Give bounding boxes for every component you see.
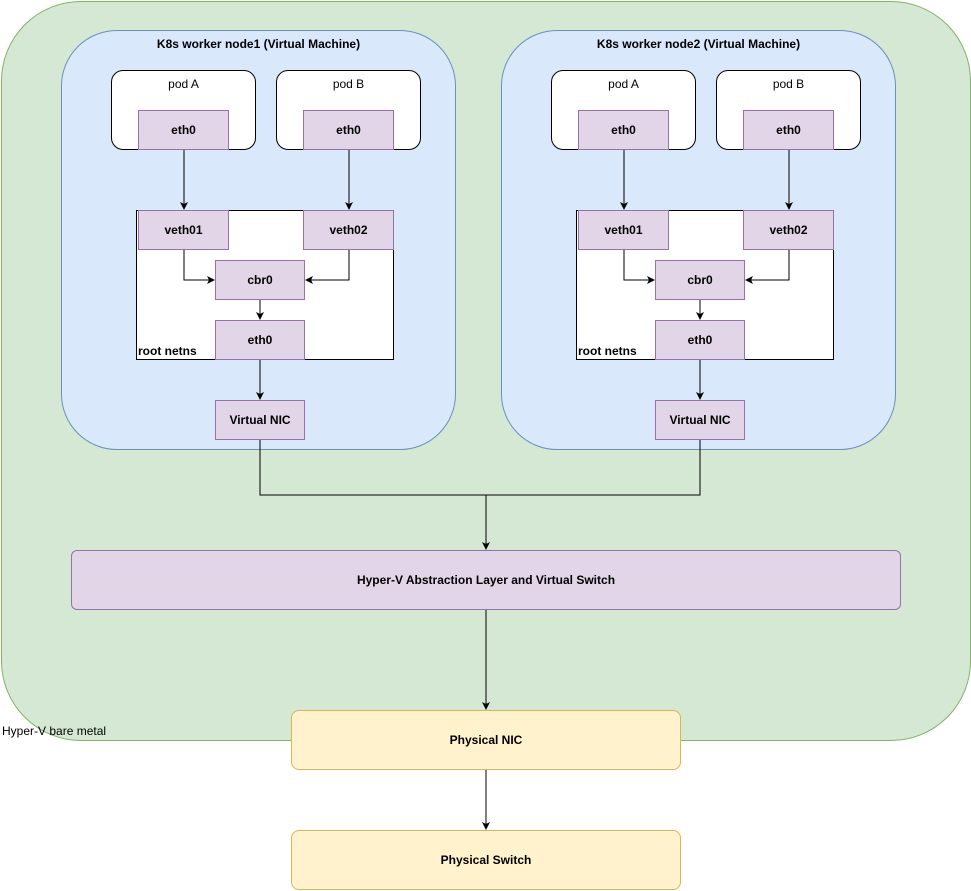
node1-pod-b-label: pod B [332, 77, 365, 91]
node2-vnic-to-switch-line [486, 440, 701, 496]
node2-pod-a-label: pod A [608, 77, 639, 91]
node1-root-netns-label: root netns [138, 344, 197, 358]
node1-veth02-to-cbr0-arrow [305, 250, 350, 284]
node1-veth01: veth01 [138, 210, 229, 250]
physical-nic: Physical NIC [291, 710, 681, 770]
node2-veth02: veth02 [743, 210, 834, 250]
node1-host-eth0: eth0 [215, 320, 305, 360]
hyperv-bare-metal-label: Hyper-V bare metal [2, 724, 107, 738]
node1-virtual-nic: Virtual NIC [215, 400, 305, 440]
node1-veth01-to-cbr0-arrow [183, 250, 215, 284]
hyperv-virtual-switch: Hyper-V Abstraction Layer and Virtual Sw… [71, 550, 901, 610]
node2-cbr0: cbr0 [655, 260, 745, 300]
node1-cbr0: cbr0 [215, 260, 305, 300]
node2-pod-b-label: pod B [772, 77, 805, 91]
node1-pod-a-eth0: eth0 [138, 110, 229, 150]
node2-pod-b-eth0: eth0 [743, 110, 834, 150]
node2-pod-a-eth0: eth0 [578, 110, 669, 150]
node1-pod-b-eth0: eth0 [303, 110, 394, 150]
worker-node2-title: K8s worker node2 (Virtual Machine) [596, 37, 801, 51]
worker-node1-title: K8s worker node1 (Virtual Machine) [156, 37, 361, 51]
node1-vnic-to-switch-line [259, 440, 486, 496]
node1-pod-a-label: pod A [168, 77, 199, 91]
node2-host-eth0: eth0 [655, 320, 745, 360]
node2-virtual-nic: Virtual NIC [655, 400, 745, 440]
node2-veth01-to-cbr0-arrow [623, 250, 655, 284]
node1-veth02: veth02 [303, 210, 394, 250]
physical-switch: Physical Switch [291, 830, 681, 890]
node2-root-netns-label: root netns [578, 344, 637, 358]
node2-veth01: veth01 [578, 210, 669, 250]
node2-veth02-to-cbr0-arrow [745, 250, 790, 284]
